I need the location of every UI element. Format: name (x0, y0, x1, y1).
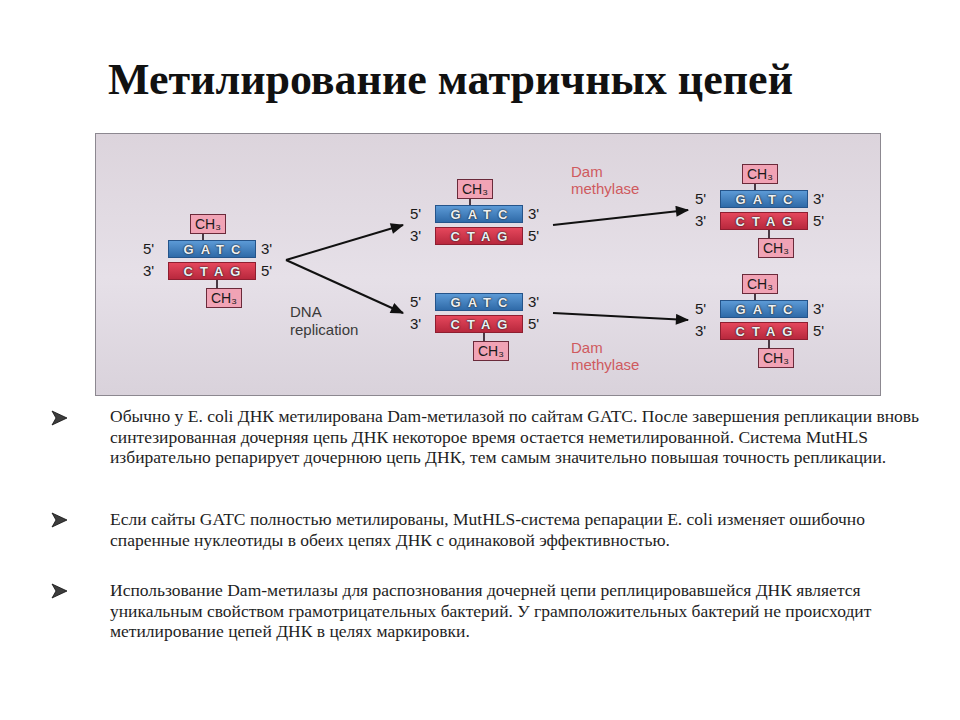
strand-end-label: 5' (410, 294, 421, 310)
dna-duplex: CH₃ 5' GATC 3' 3' CTAG 5' CH₃ (692, 270, 832, 370)
strand-end-label: 5' (695, 301, 706, 317)
strand-end-label: 3' (261, 241, 272, 257)
bottom-strand-bar: CTAG (720, 322, 808, 340)
methyl-group: CH₃ (190, 214, 226, 234)
top-strand-bar: GATC (720, 300, 808, 318)
bottom-strand-bar: CTAG (168, 262, 256, 280)
bullet-arrow (52, 411, 67, 425)
slide-title: Метилирование матричных цепей (108, 54, 793, 105)
process-label: DNA replication (290, 303, 390, 339)
strand-end-label: 5' (695, 191, 706, 207)
top-strand-bar: GATC (435, 293, 523, 311)
strand-end-label: 3' (528, 206, 539, 222)
arrow-label: Dam methylase (571, 339, 671, 373)
methyl-group: CH₃ (758, 238, 794, 258)
methyl-group: CH₃ (742, 274, 778, 294)
strand-end-label: 3' (813, 191, 824, 207)
methyl-group: CH₃ (206, 288, 242, 308)
dna-duplex: CH₃ 5' GATC 3' 3' CTAG 5' CH₃ (692, 160, 832, 260)
bullet-text: Если сайты GATC полностью метилированы, … (110, 509, 925, 550)
strand-end-label: 3' (695, 213, 706, 229)
methyl-group: CH₃ (758, 348, 794, 368)
dna-duplex: CH₃ 5' GATC 3' 3' CTAG 5' (407, 175, 547, 275)
strand-end-label: 5' (143, 241, 154, 257)
bullet-arrow (52, 513, 67, 527)
methyl-group: CH₃ (457, 179, 493, 199)
top-strand-bar: GATC (720, 190, 808, 208)
dna-duplex: 5' GATC 3' 3' CTAG 5' CH₃ (407, 263, 547, 363)
methyl-group: CH₃ (473, 341, 509, 361)
bullet-text: Обычно у E. coli ДНК метилирована Dam-ме… (110, 406, 925, 468)
arrow-connector (553, 313, 688, 320)
bottom-strand-bar: CTAG (435, 315, 523, 333)
bottom-strand-bar: CTAG (720, 212, 808, 230)
strand-end-label: 5' (410, 206, 421, 222)
strand-end-label: 5' (528, 228, 539, 244)
strand-end-label: 3' (813, 301, 824, 317)
strand-end-label: 5' (813, 213, 824, 229)
strand-end-label: 3' (410, 316, 421, 332)
strand-end-label: 5' (261, 263, 272, 279)
bullet-arrow (52, 584, 67, 598)
arrow-connector (286, 225, 403, 260)
methyl-group: CH₃ (742, 164, 778, 184)
top-strand-bar: GATC (435, 205, 523, 223)
arrow-connector (553, 210, 688, 225)
bullet-text: Использование Dam-метилазы для распознов… (110, 580, 925, 642)
strand-end-label: 3' (528, 294, 539, 310)
dna-duplex: CH₃ 5' GATC 3' 3' CTAG 5' CH₃ (140, 210, 280, 310)
strand-end-label: 5' (813, 323, 824, 339)
strand-end-label: 5' (528, 316, 539, 332)
top-strand-bar: GATC (168, 240, 256, 258)
bottom-strand-bar: CTAG (435, 227, 523, 245)
strand-end-label: 3' (143, 263, 154, 279)
arrow-label: Dam methylase (571, 163, 671, 197)
strand-end-label: 3' (410, 228, 421, 244)
strand-end-label: 3' (695, 323, 706, 339)
